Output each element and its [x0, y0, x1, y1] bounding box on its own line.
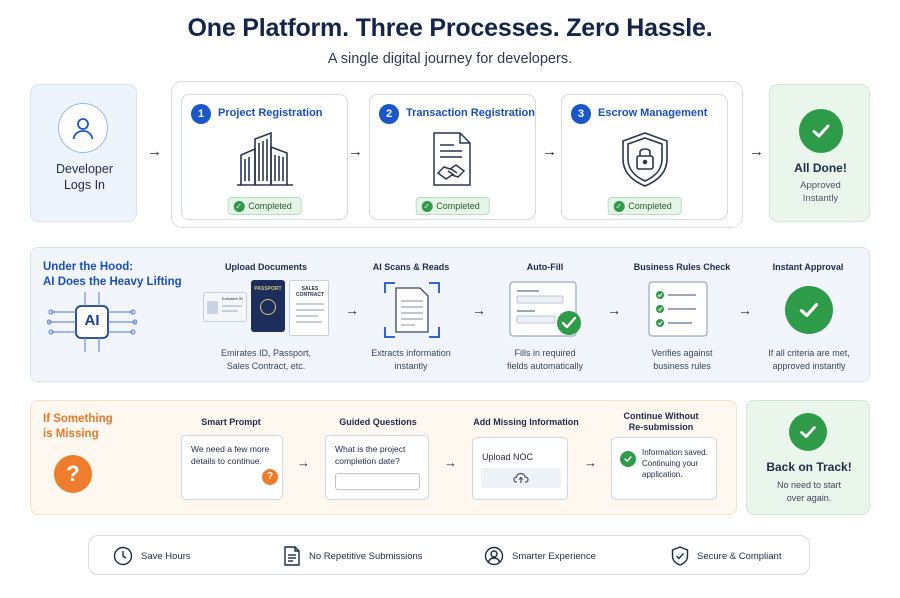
step-description: Verifies against business rules: [651, 348, 713, 371]
question-mark-icon: ?: [262, 469, 278, 485]
check-icon: ✓: [421, 200, 433, 212]
smart-prompt-card: We need a few more details to continue. …: [181, 435, 283, 500]
step-number: 3: [571, 104, 591, 124]
form-autofill-icon: [509, 281, 581, 337]
process-group: 1 Project Registration ✓ Completed 2 Tra…: [171, 81, 743, 228]
all-done-card: All Done! Approved Instantly: [769, 84, 870, 222]
all-done-title: All Done!: [794, 161, 847, 175]
process-card-escrow-management[interactable]: 3 Escrow Management ✓ Completed: [561, 94, 728, 220]
arrow-right-icon: →: [607, 302, 621, 318]
missing-info-section: If Something is Missing ? Smart Prompt W…: [30, 400, 737, 515]
page-title: One Platform. Three Processes. Zero Hass…: [187, 14, 713, 42]
feature-smarter-experience: Smarter Experience: [484, 545, 596, 567]
process-card-project-registration[interactable]: 1 Project Registration ✓ Completed: [181, 94, 348, 220]
back-on-track-title: Back on Track!: [766, 460, 852, 474]
check-icon: ✓: [613, 200, 625, 212]
all-done-subtitle: Approved Instantly: [800, 180, 841, 204]
upload-card: Upload NOC: [472, 437, 568, 500]
check-circle-icon: [789, 413, 827, 451]
buildings-icon: [236, 131, 293, 186]
check-icon: ✓: [233, 200, 245, 212]
developer-login-card: Developer Logs In: [30, 84, 137, 222]
arrow-right-icon: →: [584, 455, 597, 470]
guided-question-card: What is the project completion date?: [325, 435, 429, 500]
process-name: Escrow Management: [598, 107, 708, 119]
arrow-right-icon: →: [147, 143, 162, 160]
handshake-document-icon: [432, 132, 471, 186]
ai-section: Under the Hood: AI Does the Heavy Liftin…: [30, 247, 870, 382]
step-title: Continue Without Re-submission: [623, 411, 699, 432]
user-icon: [58, 103, 108, 153]
step-description: If all criteria are met, approved instan…: [768, 348, 850, 371]
checklist-icon: [648, 281, 708, 337]
upload-button[interactable]: [481, 468, 561, 488]
status-badge: ✓ Completed: [415, 197, 490, 215]
arrow-right-icon: →: [749, 143, 764, 160]
arrow-right-icon: →: [472, 302, 486, 318]
document-scan-icon: [384, 282, 440, 338]
arrow-right-icon: →: [345, 302, 359, 318]
document-icon: [284, 546, 300, 566]
process-card-transaction-registration[interactable]: 2 Transaction Registration ✓ Completed: [369, 94, 536, 220]
feature-no-repetitive: No Repetitive Submissions: [283, 545, 423, 567]
clock-icon: [113, 546, 133, 566]
step-title: AI Scans & Reads: [372, 262, 450, 272]
check-circle-icon: [785, 286, 833, 334]
ai-chip-icon: [47, 292, 137, 352]
page-subtitle: A single digital journey for developers.: [327, 51, 573, 67]
process-name: Project Registration: [218, 107, 323, 119]
step-title: Business Rules Check: [633, 262, 731, 272]
check-circle-icon: [620, 451, 636, 467]
arrow-right-icon: →: [444, 455, 457, 470]
ai-chip-label: AI: [84, 312, 100, 329]
continue-card: Information saved. Continuing your appli…: [611, 437, 717, 500]
features-bar: Save Hours No Repetitive Submissions Sma…: [88, 535, 810, 575]
step-title: Add Missing Information: [473, 417, 579, 427]
step-title: Guided Questions: [339, 417, 417, 427]
shield-check-icon: [671, 546, 689, 566]
arrow-right-icon: →: [297, 455, 310, 470]
question-mark-icon: ?: [54, 455, 92, 493]
check-circle-icon: [799, 109, 843, 153]
arrow-right-icon: →: [738, 302, 752, 318]
back-on-track-card: Back on Track! No need to start over aga…: [746, 400, 870, 515]
arrow-right-icon: →: [348, 143, 363, 160]
back-on-track-subtitle: No need to start over again.: [776, 480, 842, 503]
step-number: 2: [379, 104, 399, 124]
step-title: Smart Prompt: [201, 417, 261, 427]
answer-input[interactable]: [335, 473, 420, 490]
step-number: 1: [191, 104, 211, 124]
status-badge: ✓ Completed: [607, 197, 682, 215]
shield-lock-icon: [621, 132, 668, 187]
arrow-right-icon: →: [542, 143, 557, 160]
missing-section-heading: If Something is Missing: [43, 413, 113, 440]
developer-login-label: Developer Logs In: [56, 162, 113, 192]
step-description: Emirates ID, Passport, Sales Contract, e…: [220, 348, 312, 371]
user-circle-icon: [484, 546, 504, 566]
step-title: Upload Documents: [224, 262, 307, 272]
step-title: Instant Approval: [772, 262, 844, 272]
step-description: Fills in required fields automatically: [506, 348, 584, 371]
ai-section-heading: Under the Hood: AI Does the Heavy Liftin…: [43, 261, 182, 288]
cloud-upload-icon: [513, 472, 529, 483]
feature-save-hours: Save Hours: [113, 545, 191, 567]
step-title: Auto-Fill: [526, 262, 564, 272]
step-description: Extracts information instantly: [371, 348, 451, 371]
status-badge: ✓ Completed: [227, 197, 302, 215]
feature-secure-compliant: Secure & Compliant: [671, 545, 781, 567]
process-name: Transaction Registration: [406, 107, 535, 119]
documents-icon: Emirates ID PASSPORT SALES CONTRACT: [203, 280, 331, 340]
